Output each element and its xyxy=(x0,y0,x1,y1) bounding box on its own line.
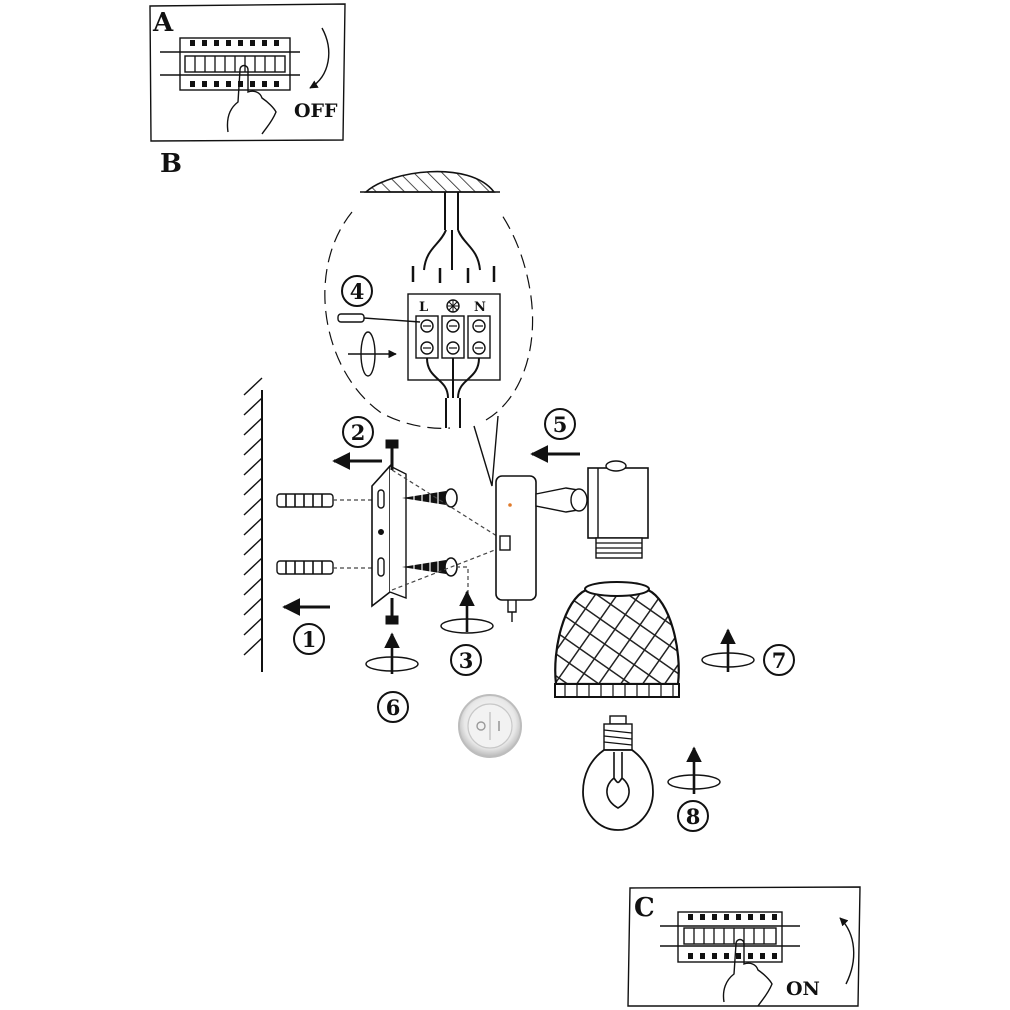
lamp-base-plate xyxy=(495,475,588,622)
step-7-badge: 7 xyxy=(763,644,795,676)
mesh-lamp-shade xyxy=(554,581,680,698)
terminal-live-label: L xyxy=(419,300,428,315)
earth-symbol-icon xyxy=(446,299,460,313)
wood-screw-upper xyxy=(402,488,458,508)
terminal-neutral-label: N xyxy=(474,300,486,315)
step-7-rotate-icon xyxy=(701,628,755,672)
lamp-holder xyxy=(587,460,649,559)
wall-hatch xyxy=(243,377,263,672)
step-5-number: 5 xyxy=(553,412,568,437)
wood-screw-lower xyxy=(402,557,458,577)
panel-b-letter: B xyxy=(160,149,182,179)
terminal-block: L N xyxy=(407,293,501,428)
hand-pointer-icon xyxy=(226,64,277,135)
detail-callout-pointer xyxy=(473,415,499,487)
panel-a-action-text: OFF xyxy=(294,100,338,122)
filament-bulb xyxy=(582,715,654,831)
step-7-number: 7 xyxy=(772,648,787,673)
power-switch-icon xyxy=(458,694,522,758)
panel-a-letter: A xyxy=(152,8,174,38)
breaker-row-icon xyxy=(660,911,800,963)
rotate-up-arrow-icon xyxy=(839,917,855,985)
breaker-row-icon xyxy=(160,37,300,91)
step-2-badge: 2 xyxy=(342,416,374,448)
grub-screw-top xyxy=(385,439,399,470)
step-6-rotate-icon xyxy=(365,632,419,674)
mounting-bracket xyxy=(371,463,407,608)
panel-c-action-text: ON xyxy=(786,978,820,1000)
screwdriver-icon xyxy=(337,313,421,323)
hand-pointer-icon xyxy=(722,938,773,1007)
wall-plug-upper xyxy=(276,493,334,508)
step-6-badge: 6 xyxy=(377,691,409,723)
step-4-number: 4 xyxy=(350,279,365,304)
wall-plug-lower xyxy=(276,560,334,575)
detail-callout-oval xyxy=(324,211,534,429)
step-4-rotate-icon xyxy=(348,331,397,377)
panel-c-breaker-on: C xyxy=(627,886,861,1007)
step-1-badge: 1 xyxy=(293,623,325,655)
step-3-number: 3 xyxy=(459,648,474,673)
step-4-badge: 4 xyxy=(341,275,373,307)
step-8-badge: 8 xyxy=(677,800,709,832)
step-3-rotate-icon xyxy=(440,590,494,634)
panel-a-breaker-off: A xyxy=(149,3,346,142)
grub-screw-bottom xyxy=(385,598,399,625)
step-8-rotate-icon xyxy=(667,746,721,794)
ceiling-detail xyxy=(360,170,500,283)
step-2-number: 2 xyxy=(351,420,366,445)
step-8-number: 8 xyxy=(686,804,701,829)
step-1-number: 1 xyxy=(302,627,317,652)
rotate-down-arrow-icon xyxy=(309,27,330,89)
alignment-lines xyxy=(391,469,501,598)
step-3-badge: 3 xyxy=(450,644,482,676)
step-5-badge: 5 xyxy=(544,408,576,440)
panel-c-letter: C xyxy=(634,893,655,923)
step-6-number: 6 xyxy=(386,695,401,720)
